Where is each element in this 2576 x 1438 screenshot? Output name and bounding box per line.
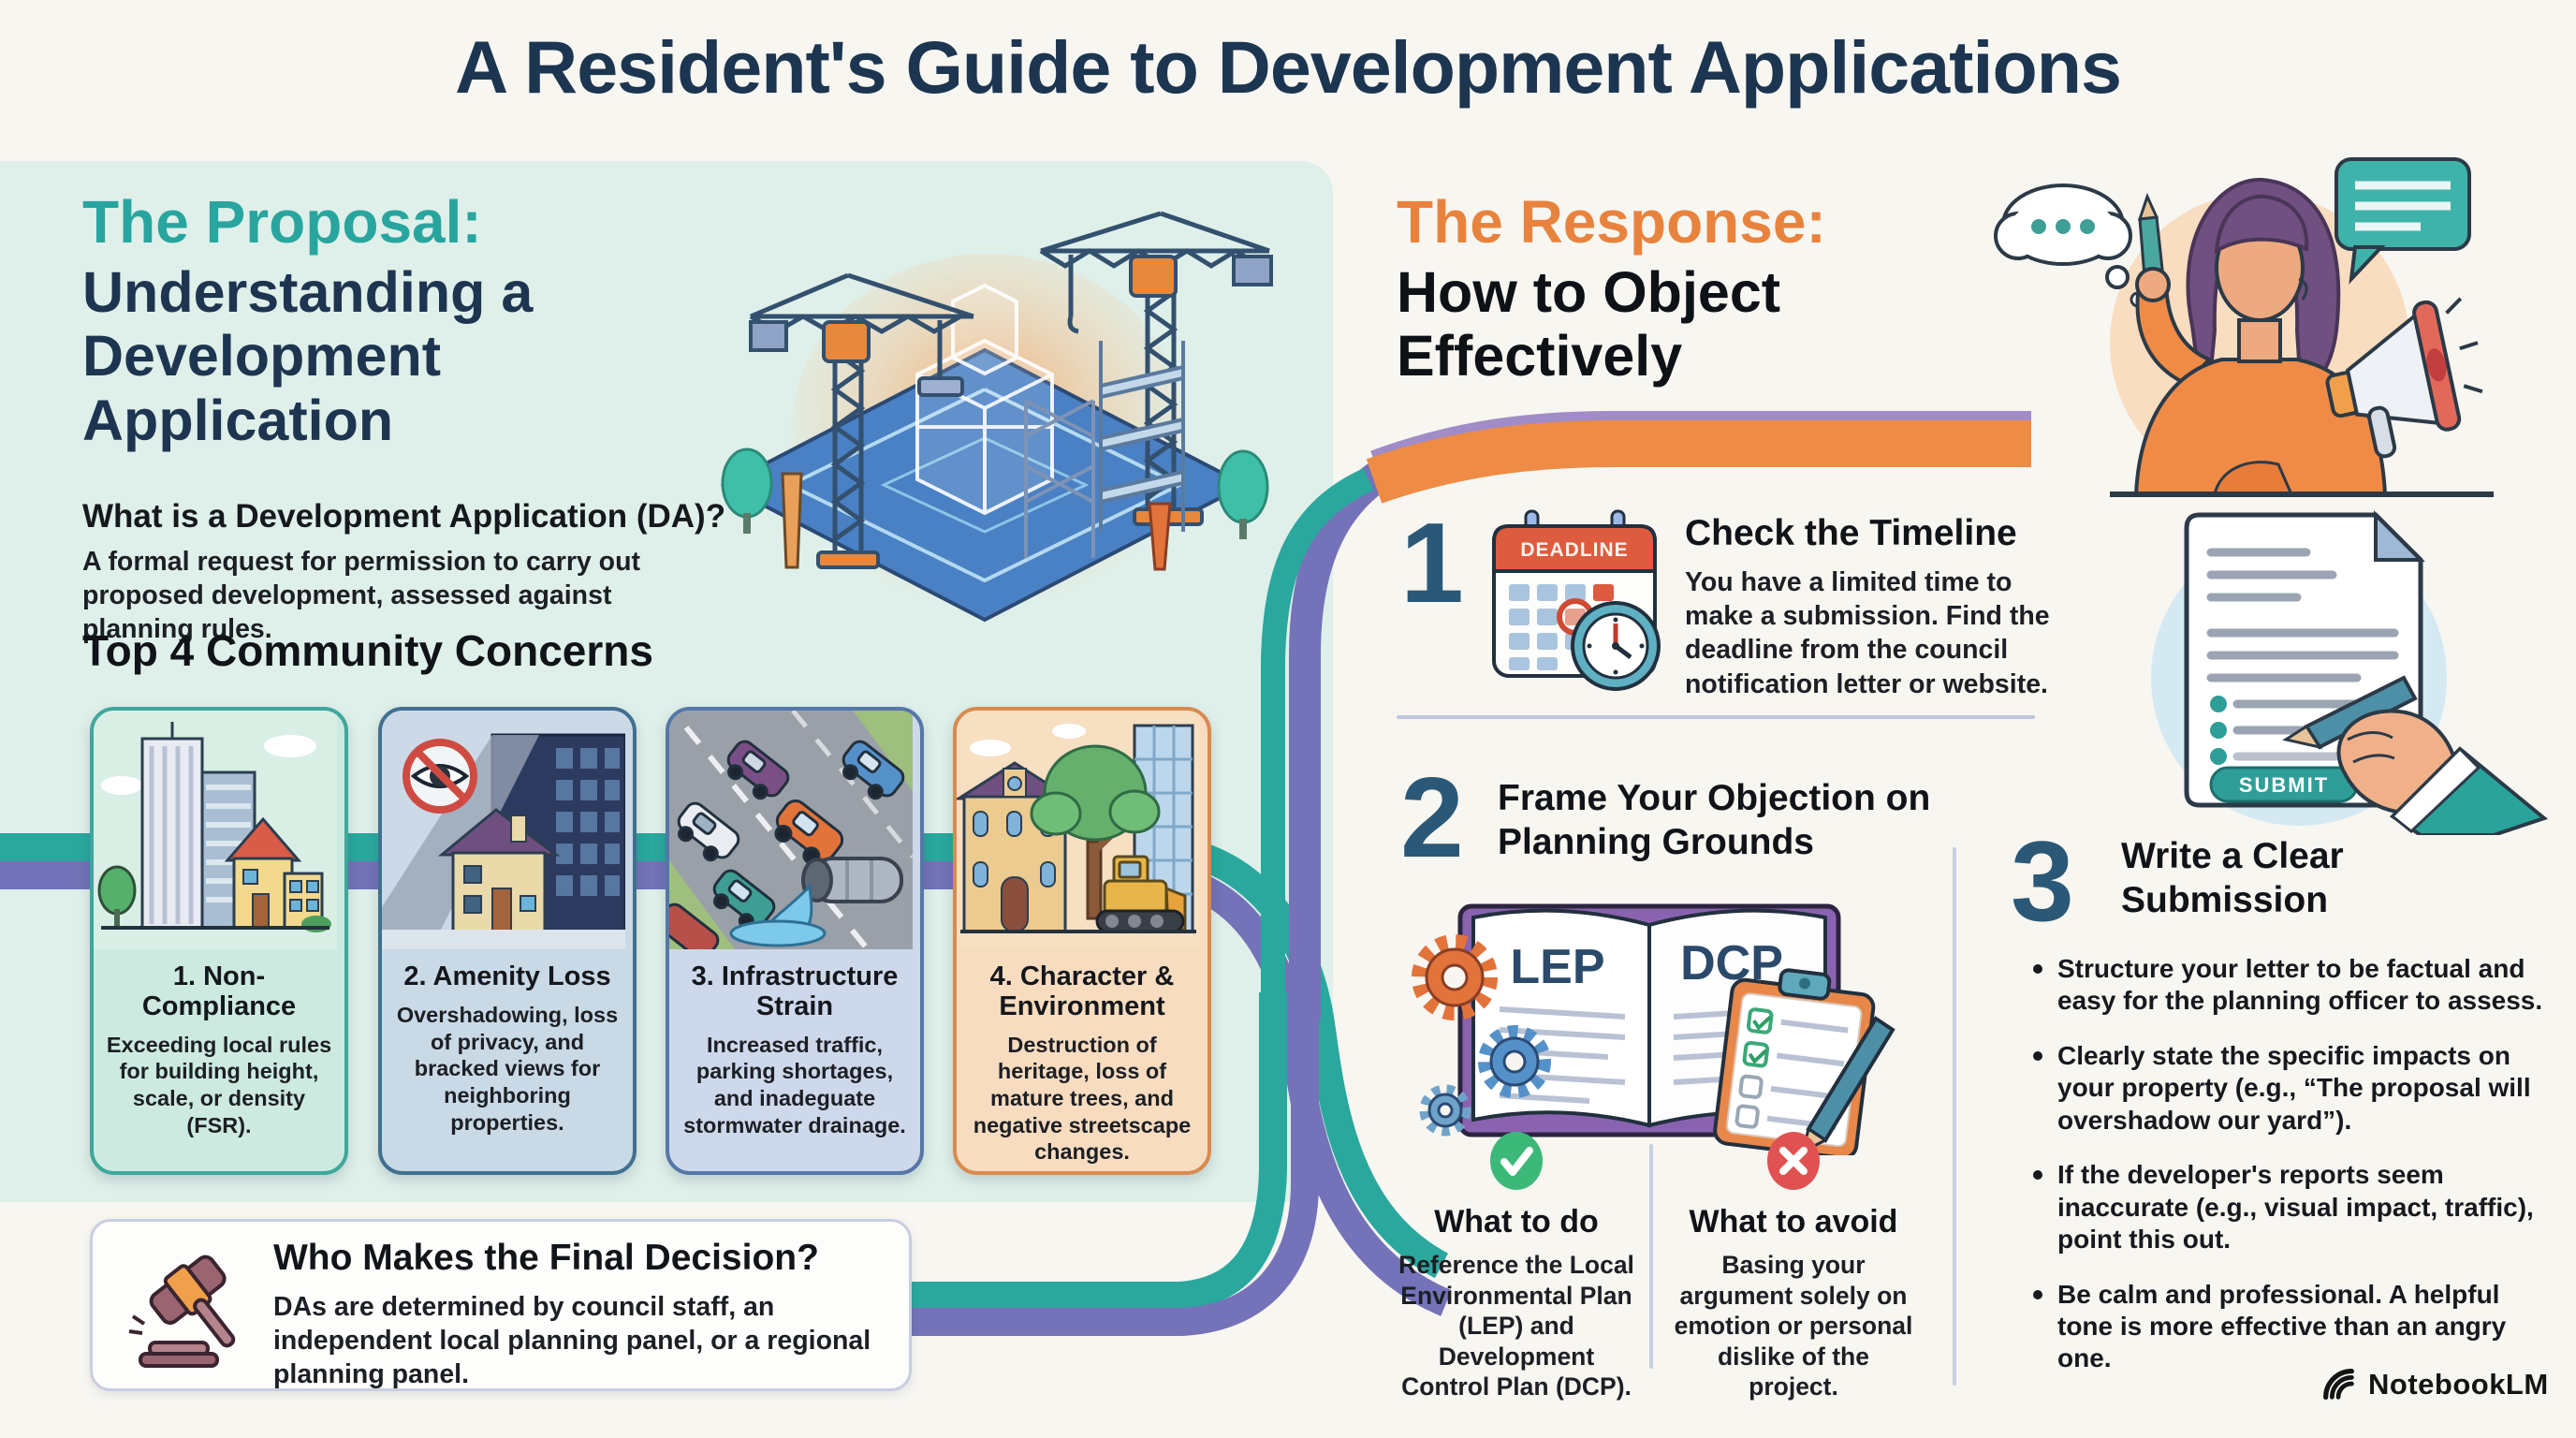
- bullet-text: Be calm and professional. A helpful tone…: [2057, 1279, 2507, 1373]
- checklist-clipboard-icon: [1713, 968, 1876, 1155]
- proposal-heading: Understanding a Development Application: [82, 260, 534, 452]
- concerns-heading: Top 4 Community Concerns: [82, 626, 653, 675]
- what-is-da-body: A formal request for permission to carry…: [82, 547, 640, 645]
- step-1-body: You have a limited time to make a submis…: [1685, 567, 2050, 699]
- non-compliance-illustration: [94, 711, 337, 949]
- notebooklm-logo-icon: [2323, 1369, 2354, 1400]
- cross-icon: [1767, 1132, 1820, 1190]
- hand-with-pen-icon: [2282, 675, 2549, 835]
- megaphone-icon: [2325, 297, 2483, 459]
- step-2-number: 2: [1400, 754, 1464, 881]
- concern-title: 4. Character & Environment: [989, 961, 1175, 1021]
- response-kicker: The Response:: [1397, 188, 1826, 256]
- heritage-environment-illustration: [957, 711, 1200, 949]
- clock-icon: [1571, 601, 1661, 691]
- calendar-label: DEADLINE: [1520, 539, 1628, 561]
- lep-dcp-book-illustration: LEP DCP: [1412, 903, 1895, 1155]
- concern-body: Increased traffic, parking shortages, an…: [683, 1032, 906, 1137]
- concern-card-amenity-loss: 2. Amenity Loss Overshadowing, loss of p…: [378, 707, 637, 1175]
- bullet-dot: [2033, 1170, 2042, 1181]
- traffic-stormwater-illustration: [669, 711, 913, 949]
- step-3-title: Write a Clear Submission: [2121, 836, 2344, 920]
- hand-with-pen-icon: [2135, 192, 2213, 387]
- check-icon: [1490, 1132, 1543, 1190]
- construction-site-illustration: [720, 211, 1273, 623]
- what-to-avoid-body: Basing your argument solely on emotion o…: [1674, 1251, 1913, 1401]
- step-divider: [1397, 715, 2035, 719]
- proposal-kicker: The Proposal:: [82, 188, 482, 256]
- concern-body: Overshadowing, loss of privacy, and brac…: [396, 1002, 619, 1135]
- submit-button: SUBMIT: [2209, 766, 2359, 803]
- brand-badge: NotebookLM: [2320, 1365, 2549, 1404]
- bullet-item: If the developer's reports seem inaccura…: [2033, 1159, 2548, 1255]
- concern-title: 1. Non-Compliance: [141, 961, 297, 1021]
- submit-button-label: SUBMIT: [2239, 773, 2329, 797]
- column-divider: [1953, 847, 1956, 1386]
- what-to-do-title: What to do: [1434, 1204, 1599, 1240]
- concern-body: Destruction of heritage, loss of mature …: [973, 1032, 1192, 1165]
- amenity-loss-illustration: [382, 711, 625, 949]
- bullet-item: Be calm and professional. A helpful tone…: [2033, 1279, 2548, 1375]
- step-2-title: Frame Your Objection on Planning Grounds: [1498, 778, 1931, 862]
- what-to-avoid-title: What to avoid: [1689, 1204, 1898, 1240]
- gear-icon: [1412, 934, 1498, 1020]
- resident-with-megaphone-illustration: [1994, 157, 2494, 497]
- response-heading: How to Object Effectively: [1397, 260, 1781, 389]
- bullet-item: Structure your letter to be factual and …: [2033, 953, 2548, 1018]
- what-is-da-title: What is a Development Application (DA)?: [82, 498, 726, 535]
- final-decision-body: DAs are determined by council staff, an …: [273, 1292, 871, 1390]
- speech-bubble-icon: [2334, 157, 2471, 285]
- step-1-number: 1: [1400, 499, 1464, 626]
- concern-body: Exceeding local rules for building heigh…: [106, 1032, 332, 1137]
- concern-card-infrastructure: 3. Infrastructure Strain Increased traff…: [666, 707, 924, 1175]
- concern-title: 2. Amenity Loss: [403, 961, 611, 991]
- no-view-icon: [402, 739, 477, 814]
- bullet-text: If the developer's reports seem inaccura…: [2057, 1160, 2534, 1255]
- concern-card-character: 4. Character & Environment Destruction o…: [953, 707, 1211, 1175]
- gavel-icon: [128, 1255, 236, 1368]
- final-decision-box: [90, 1219, 912, 1391]
- bullet-dot: [2033, 1289, 2042, 1299]
- concern-title: 3. Infrastructure Strain: [691, 961, 899, 1021]
- gear-icon: [1478, 1025, 1551, 1098]
- step-1-title: Check the Timeline: [1685, 513, 2017, 553]
- deadline-calendar-icon: DEADLINE: [1492, 509, 1661, 691]
- what-to-do-body: Reference the Local Environmental Plan (…: [1398, 1251, 1634, 1401]
- submission-document-illustration: SUBMIT: [2151, 510, 2549, 835]
- brand-name: NotebookLM: [2368, 1368, 2549, 1401]
- what-to-avoid-block: What to avoid Basing your argument solel…: [1674, 1131, 1913, 1402]
- bullet-text: Structure your letter to be factual and …: [2057, 954, 2543, 1016]
- step-3-number: 3: [2011, 817, 2074, 945]
- concern-card-non-compliance: 1. Non-Compliance Exceeding local rules …: [90, 707, 348, 1175]
- gear-icon: [1419, 1084, 1471, 1137]
- thought-bubble-icon: [1994, 183, 2146, 308]
- bullet-dot: [2033, 1050, 2042, 1061]
- step-3-bullets: Structure your letter to be factual and …: [2033, 953, 2548, 1375]
- do-avoid-divider: [1649, 1144, 1653, 1369]
- page-title: A Resident's Guide to Development Applic…: [455, 25, 2122, 109]
- book-left-label: LEP: [1510, 940, 1604, 994]
- bullet-item: Clearly state the specific impacts on yo…: [2033, 1040, 2548, 1137]
- what-to-do-block: What to do Reference the Local Environme…: [1397, 1131, 1636, 1402]
- bullet-text: Clearly state the specific impacts on yo…: [2057, 1040, 2531, 1135]
- bullet-dot: [2033, 964, 2042, 974]
- final-decision-title: Who Makes the Final Decision?: [273, 1238, 819, 1278]
